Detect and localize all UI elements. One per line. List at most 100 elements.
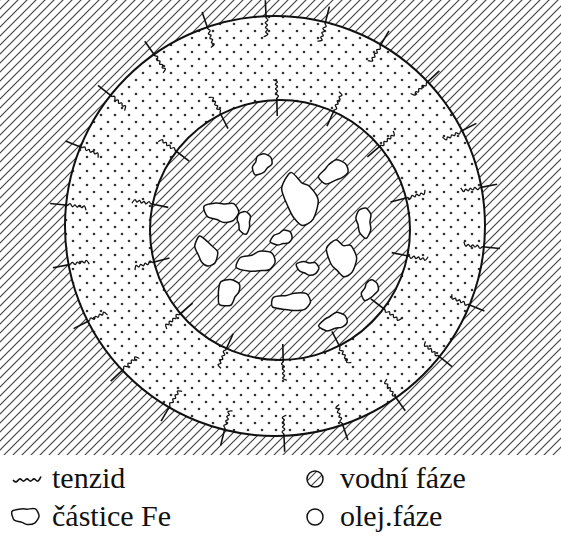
surfactant-head (226, 334, 233, 350)
legend-label: tenzid (52, 461, 125, 494)
fe-particle (356, 208, 371, 239)
surfactant (135, 258, 169, 270)
surfactant-tail (132, 200, 151, 204)
surfactant-tail (409, 256, 428, 260)
surfactant (392, 253, 428, 261)
surfactant (111, 357, 140, 381)
surfactant-tail (218, 350, 226, 368)
surfactant-head (152, 258, 169, 262)
surfactant (385, 379, 406, 411)
surfactant-head (276, 98, 278, 116)
surfactant-tail (408, 190, 425, 199)
surfactant-head (98, 85, 112, 96)
water-core-ground (150, 100, 410, 360)
fe-particle (252, 154, 272, 175)
oil-shell (65, 16, 485, 436)
surfactant (158, 140, 189, 162)
fe-particle (195, 236, 218, 266)
surfactant-head (482, 247, 500, 249)
surfactant-head (151, 204, 169, 208)
surfactant-head (332, 331, 340, 347)
surfactant-tail (209, 97, 221, 112)
surfactant-tail (385, 310, 402, 321)
oil-sample (307, 509, 323, 525)
surfactant (327, 92, 342, 126)
surfactant-head (426, 71, 439, 83)
surfactant-tail (166, 314, 179, 329)
surfactant-tail (385, 379, 395, 396)
fe-particle (296, 261, 319, 275)
surfactant (282, 344, 287, 380)
surfactant (98, 85, 126, 110)
legend-sample (298, 501, 332, 531)
surfactant (50, 203, 86, 210)
surfactant (161, 391, 182, 421)
surfactant-head (66, 141, 83, 148)
surfactant (390, 190, 424, 202)
surfactant-head (265, 0, 267, 18)
water-sample (307, 471, 323, 487)
surfactant-sample (13, 476, 41, 481)
surfactant-head (468, 304, 485, 311)
surfactant-head (325, 7, 329, 24)
surfactant-head (175, 150, 189, 161)
water-ground (0, 0, 561, 455)
surfactant-tail (264, 18, 268, 37)
surfactant-head (371, 299, 385, 310)
surfactant-head (74, 320, 90, 328)
surfactant-head (283, 434, 285, 452)
legend-entry: vodní fáze (298, 461, 466, 494)
surfactant-head (392, 253, 410, 257)
surfactant-tail (424, 341, 438, 355)
surfactant-tail (112, 96, 126, 110)
fe-particle (282, 172, 319, 225)
surfactant-tail (124, 357, 140, 369)
surfactant-tail (381, 131, 394, 146)
surfactant-tail (273, 80, 278, 98)
surfactant-head (395, 396, 405, 411)
surfactant-tail (461, 187, 480, 191)
legend-entry: částice Fe (10, 499, 171, 532)
surfactant-head (179, 303, 193, 315)
surfactant-head (202, 12, 208, 29)
surfactant (66, 141, 99, 158)
surfactant-tail (158, 140, 175, 151)
surfactant-head (367, 145, 381, 157)
surfactant-tail (282, 415, 286, 434)
surfactant-tail (317, 24, 326, 41)
surfactant-tail (442, 132, 460, 140)
legend-sample (298, 463, 332, 493)
surfactant-tail (155, 56, 165, 73)
surfactant (145, 41, 166, 73)
surfactant-head (460, 123, 476, 131)
surfactant (411, 71, 440, 95)
surfactant-tail (464, 242, 482, 249)
surfactant (336, 404, 348, 439)
surfactant (368, 31, 389, 61)
surfactant-head (220, 113, 228, 129)
particle-sample (12, 508, 39, 524)
surfactant-head (479, 184, 497, 187)
surfactant (452, 294, 485, 311)
surfactant-tail (368, 46, 381, 61)
surfactant-head (50, 203, 68, 205)
legend-label: olej.fáze (340, 499, 442, 532)
fe-particle (361, 280, 378, 301)
water-hatch (0, 0, 561, 455)
surfactant-tail (90, 312, 108, 320)
surfactant (264, 0, 268, 37)
surfactant (464, 242, 500, 249)
surfactant (53, 260, 89, 267)
surfactant-tail (208, 29, 214, 47)
surfactant (202, 12, 214, 47)
surfactant (218, 334, 233, 368)
fe-particle (270, 230, 292, 245)
surfactant (209, 97, 228, 128)
fe-particle (319, 312, 348, 331)
surfactant (273, 80, 278, 116)
fe-particle (204, 203, 239, 223)
surfactant (442, 123, 476, 139)
surfactant-head (282, 344, 284, 362)
surfactant (317, 7, 329, 42)
